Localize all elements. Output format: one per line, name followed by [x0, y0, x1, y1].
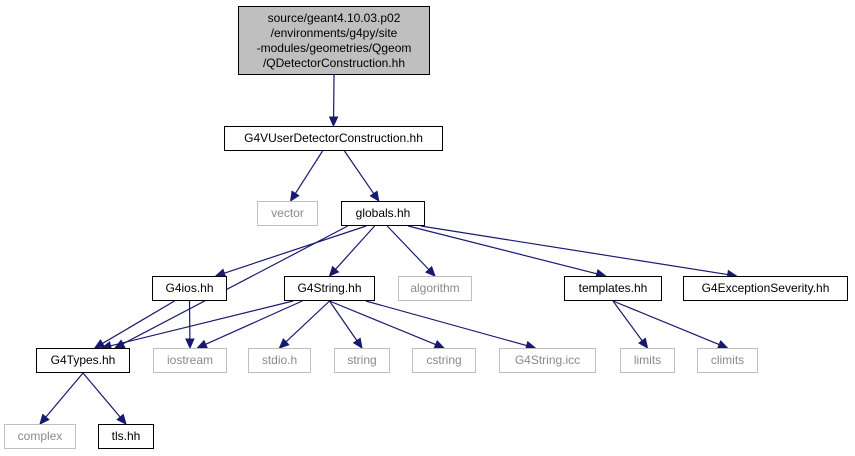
node-complex[interactable]: complex — [4, 424, 76, 449]
node-iostream[interactable]: iostream — [153, 348, 227, 373]
edge-globals-to-algorithm — [386, 225, 430, 270]
edge-g4types-to-complex — [45, 372, 84, 418]
node-g4exceptionseverity[interactable]: G4ExceptionSeverity.hh — [683, 276, 848, 301]
node-vector[interactable]: vector — [257, 201, 318, 226]
node-climits[interactable]: climits — [697, 348, 758, 373]
arrowhead-g4string-to-iostream — [196, 339, 209, 349]
edge-g4types-to-tls — [82, 372, 121, 418]
node-stdio[interactable]: stdio.h — [248, 348, 311, 373]
edge-g4ios-to-g4types — [102, 300, 175, 344]
edge-g4string-to-g4stringicc — [365, 300, 527, 347]
arrowhead-templates-to-limits — [638, 337, 649, 349]
edge-templates-to-climits — [612, 300, 720, 346]
root-path-line: source/geant4.10.03.p02 — [267, 10, 401, 25]
arrowhead-g4types-to-complex — [39, 413, 50, 425]
edge-g4string-to-g4types — [110, 300, 294, 347]
edge-templates-to-limits — [612, 300, 643, 342]
node-templates[interactable]: templates.hh — [564, 276, 662, 301]
edge-g4vuser-to-vector — [294, 150, 324, 194]
edge-globals-to-g4ios — [224, 225, 367, 274]
arrowhead-g4string-to-string — [352, 337, 363, 350]
arrowhead-g4string-to-stdio — [278, 338, 290, 349]
root-path-line: /environments/g4py/site — [270, 25, 398, 40]
edge-globals-to-g4types — [122, 225, 348, 345]
edge-globals-to-templates — [408, 225, 598, 275]
node-g4string[interactable]: G4String.hh — [284, 276, 375, 301]
root-path-line: /QDetectorConstruction.hh — [262, 55, 406, 70]
arrowhead-g4ios-to-g4types — [93, 339, 106, 349]
node-cstring[interactable]: cstring — [412, 348, 476, 373]
arrowhead-g4vuser-to-globals — [369, 190, 380, 203]
edge-globals-to-g4exception — [420, 225, 728, 276]
arrowhead-g4ios-to-iostream — [185, 338, 195, 350]
edge-g4vuser-to-globals — [343, 150, 375, 194]
node-g4ios[interactable]: G4ios.hh — [152, 276, 227, 301]
node-g4vuserdetectorconstruction[interactable]: G4VUserDetectorConstruction.hh — [224, 126, 443, 151]
node-globals[interactable]: globals.hh — [341, 201, 425, 226]
node-string[interactable]: string — [334, 348, 390, 373]
arrowhead-globals-to-algorithm — [424, 265, 436, 277]
arrowhead-root-to-g4vuser — [328, 116, 339, 128]
node-g4types[interactable]: G4Types.hh — [36, 348, 130, 373]
node-tls[interactable]: tls.hh — [98, 424, 154, 449]
edge-g4string-to-string — [329, 300, 358, 341]
arrowhead-g4vuser-to-vector — [289, 190, 300, 203]
node-limits[interactable]: limits — [620, 348, 675, 373]
edge-globals-to-g4string — [335, 225, 376, 270]
node-algorithm[interactable]: algorithm — [398, 276, 472, 301]
root-path-line: -modules/geometries/Qgeom — [256, 40, 412, 55]
arrowhead-g4types-to-tls — [116, 413, 127, 425]
edge-g4string-to-cstring — [329, 300, 436, 346]
arrowhead-globals-to-g4string — [328, 265, 340, 277]
node-g4string-icc[interactable]: G4String.icc — [499, 348, 596, 373]
edge-g4string-to-iostream — [205, 300, 303, 345]
edge-g4string-to-stdio — [285, 300, 330, 343]
root-file-node[interactable]: source/geant4.10.03.p02 /environments/g4… — [238, 6, 430, 75]
